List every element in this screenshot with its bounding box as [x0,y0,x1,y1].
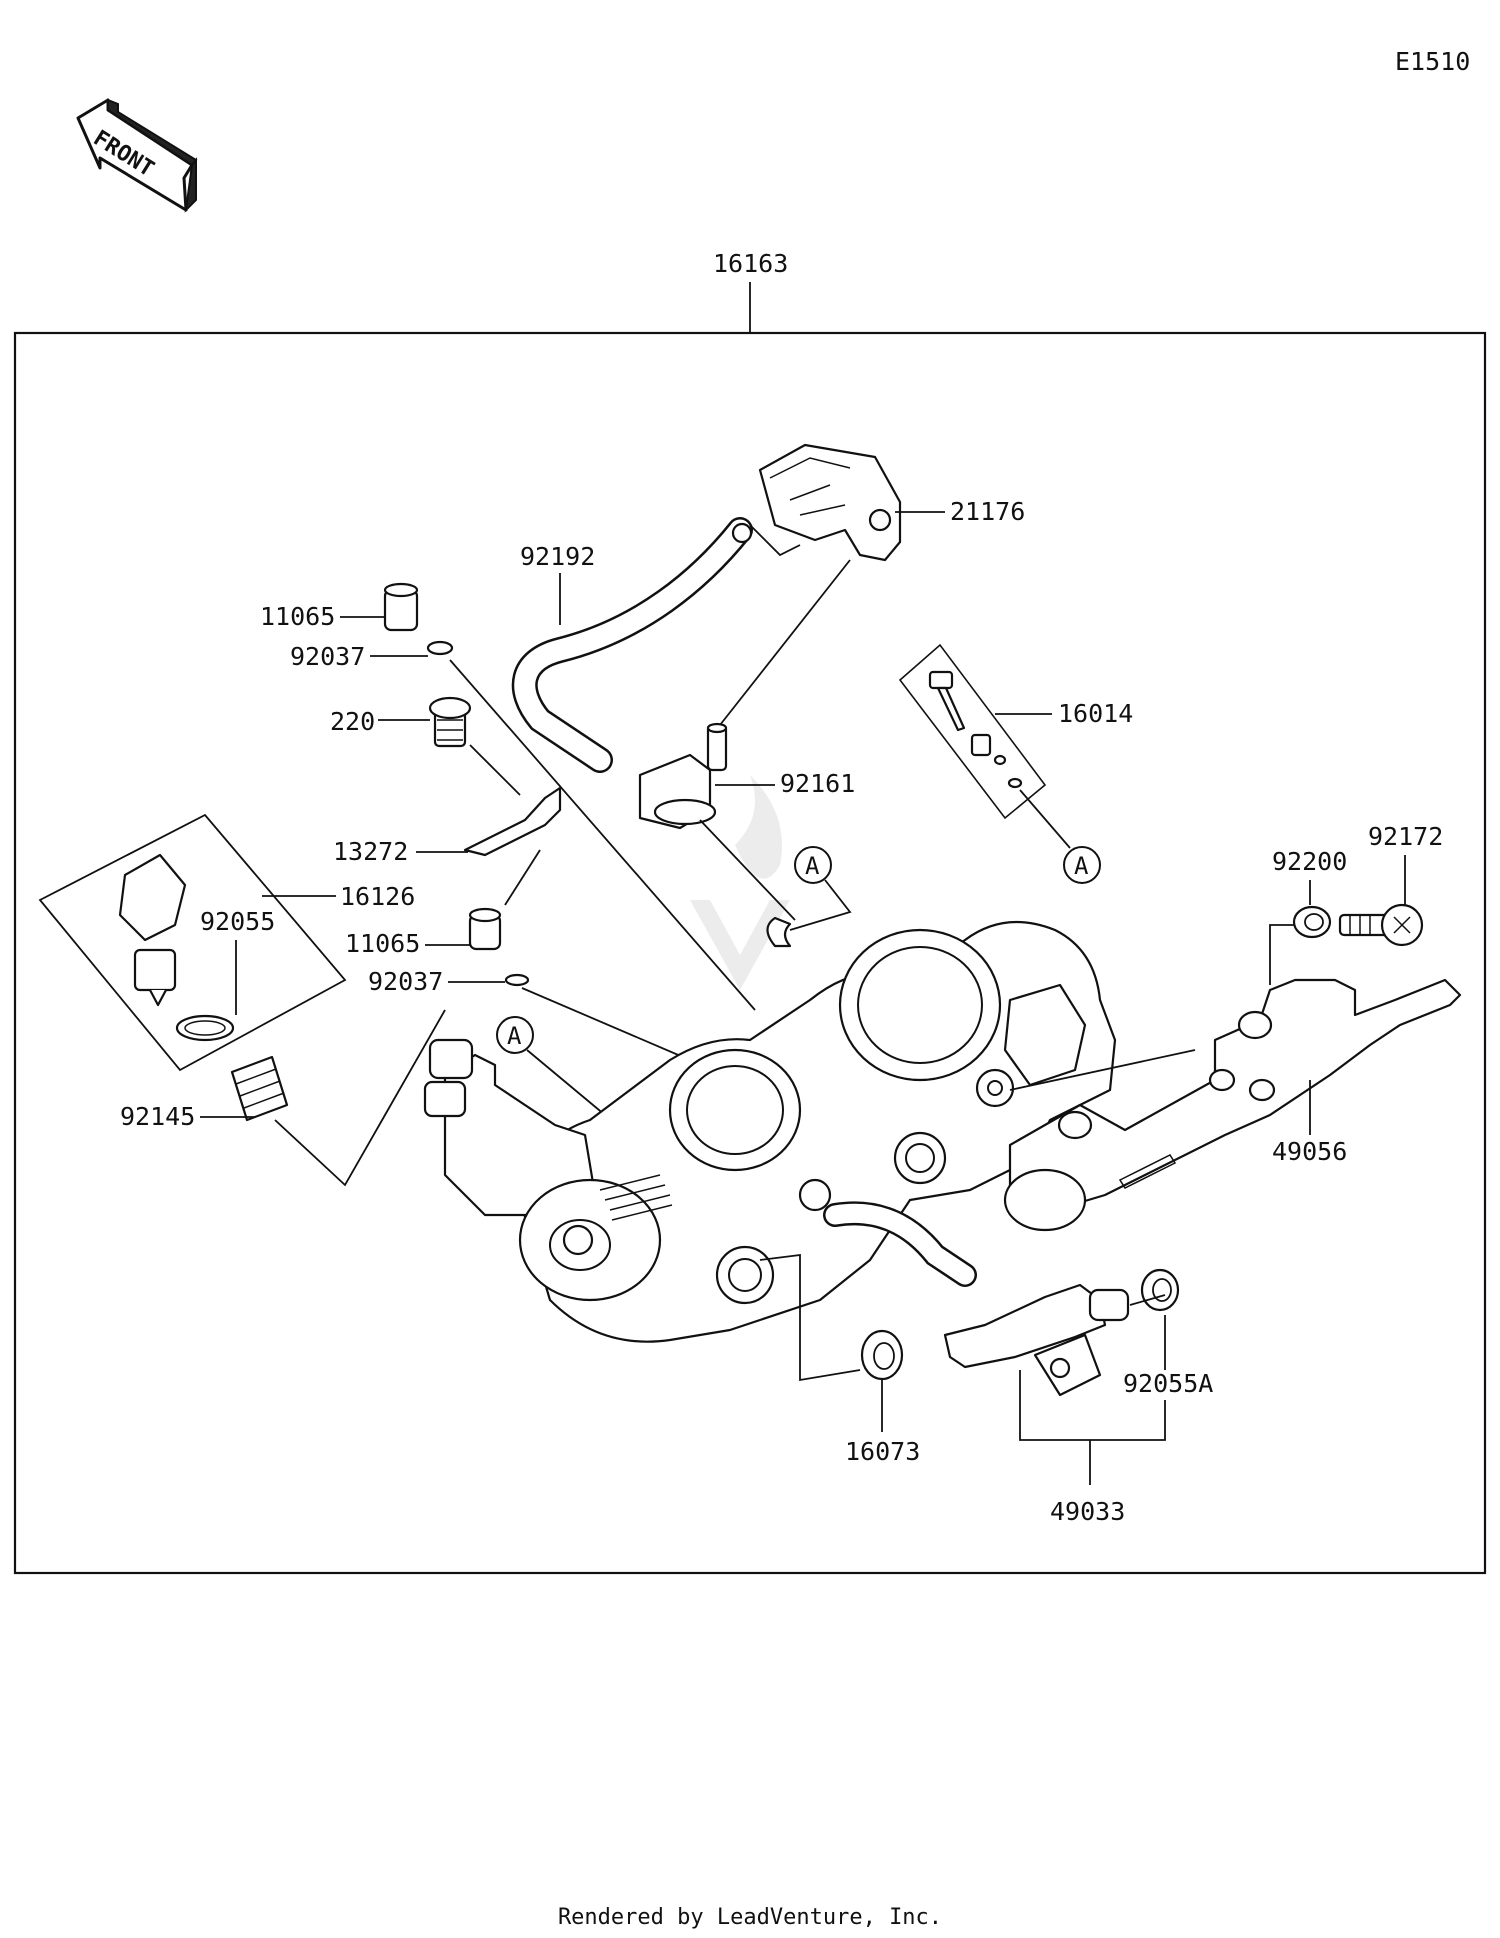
watermark-logo [690,775,790,990]
part-92055A-oring [1140,1268,1180,1312]
part-92172-screw [1338,903,1424,947]
label-92037-top: 92037 [290,642,365,671]
front-arrow-icon: FRONT [76,98,198,213]
label-220: 220 [330,707,375,736]
label-92037-mid: 92037 [368,967,443,996]
part-13272-bracket [463,786,562,857]
label-16163: 16163 [713,249,788,278]
part-220-screw [428,696,472,748]
part-16073-gasket [860,1329,904,1381]
assembly-frame [13,331,1487,1575]
label-92161: 92161 [780,769,855,798]
part-92161-sensor [638,722,728,830]
reference-mark-a-2: A [794,846,832,884]
part-16126-sensor-kit [38,813,347,1072]
label-11065-mid: 11065 [345,929,420,958]
label-16073: 16073 [845,1437,920,1466]
label-11065-top: 11065 [260,602,335,631]
part-49033-injector [943,1283,1130,1397]
svg-text:A: A [805,852,820,880]
part-throttle-body [423,920,1117,1343]
label-21176: 21176 [950,497,1025,526]
label-92055A: 92055A [1123,1369,1213,1398]
part-92192-hose [511,517,753,773]
label-92055: 92055 [200,907,275,936]
part-92145-spring [230,1055,289,1122]
label-92172: 92172 [1368,822,1443,851]
part-21176-connector [758,443,902,562]
part-16014-screw-kit [898,643,1047,820]
label-92200: 92200 [1272,847,1347,876]
label-92192: 92192 [520,542,595,571]
label-92145: 92145 [120,1102,195,1131]
label-49033: 49033 [1050,1497,1125,1526]
reference-mark-a-1: A [1063,846,1101,884]
part-11065-cap-mid [468,907,502,951]
diagram-code: E1510 [1395,47,1470,76]
label-13272: 13272 [333,837,408,866]
part-11065-cap-top [383,582,419,632]
svg-text:A: A [507,1022,522,1050]
reference-mark-a-3: A [496,1016,534,1054]
part-92200-washer [1292,905,1332,939]
part-92037-clip-mid [504,973,530,987]
label-16126: 16126 [340,882,415,911]
label-49056: 49056 [1272,1137,1347,1166]
label-16014: 16014 [1058,699,1133,728]
part-49056-fuel-rail [1003,978,1462,1232]
part-92037-clip-top [426,640,454,656]
svg-text:A: A [1074,852,1089,880]
footer-credit: Rendered by LeadVenture, Inc. [557,1905,943,1930]
